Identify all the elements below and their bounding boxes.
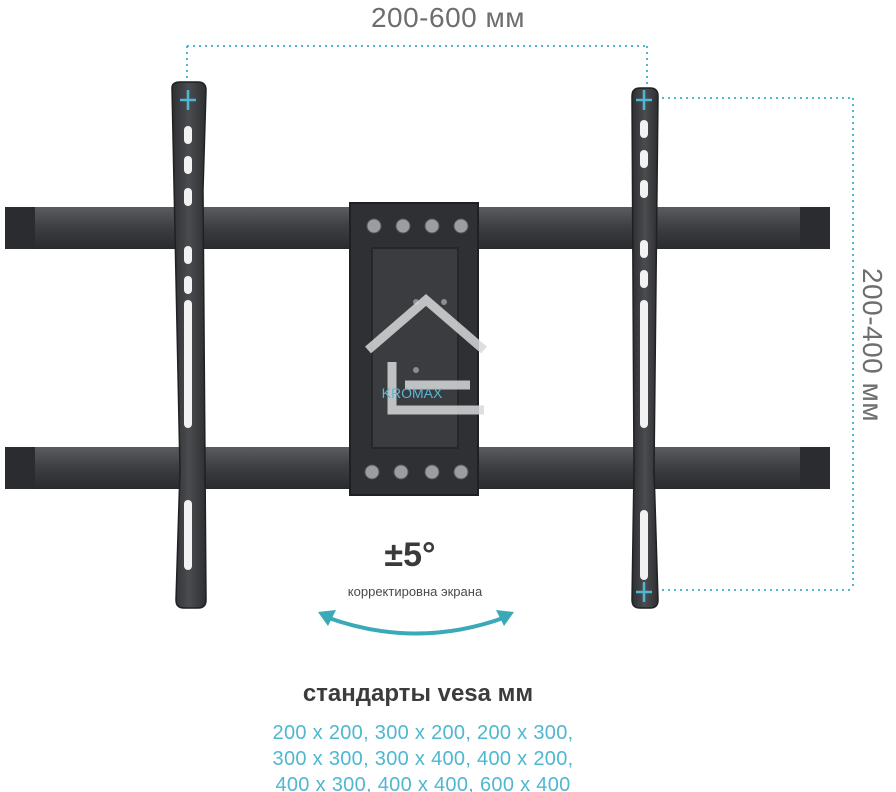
house-watermark-icon bbox=[365, 294, 487, 415]
right-vertical-bracket bbox=[631, 87, 659, 609]
vesa-line: 200 x 200, 300 x 200, 200 x 300, bbox=[272, 722, 574, 744]
tilt-angle-label: ±5° bbox=[384, 536, 436, 574]
height-range-label: 200-400 мм bbox=[857, 267, 888, 423]
vesa-line: 400 x 300, 400 x 400, 600 x 400 bbox=[275, 774, 571, 792]
height-dimension-line bbox=[650, 97, 854, 591]
vesa-line: 300 x 300, 300 x 400, 400 x 200, bbox=[272, 748, 574, 770]
width-dimension-line bbox=[186, 45, 648, 96]
tilt-arc-arrow bbox=[318, 610, 514, 636]
height-range-label-wrap: 200-400 мм bbox=[842, 250, 896, 440]
vesa-title: стандарты vesa мм bbox=[302, 680, 534, 707]
left-vertical-bracket bbox=[171, 81, 207, 609]
center-wall-plate bbox=[349, 202, 479, 496]
vesa-standards-list: 200 x 200, 300 x 200, 200 x 300, 300 x 3… bbox=[0, 720, 846, 792]
tilt-caption: корректировна экрана bbox=[347, 584, 483, 599]
width-range-label: 200-600 мм bbox=[370, 2, 526, 33]
kromax-logo: KROMAX bbox=[382, 385, 443, 401]
